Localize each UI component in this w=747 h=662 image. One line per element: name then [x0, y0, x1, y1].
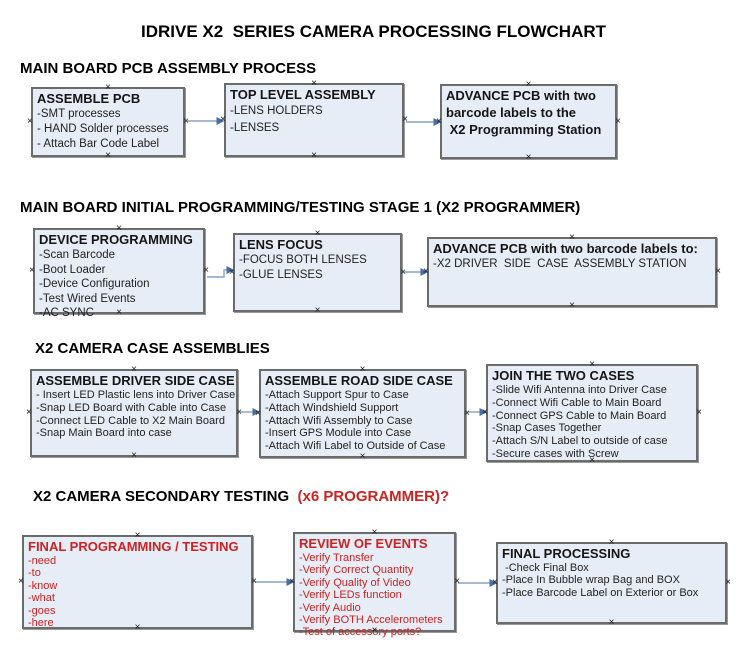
box-join-the-two-cases[interactable]: JOIN THE TWO CASES -Slide Wifi Antenna i… [482, 360, 702, 466]
box-body: -LENS HOLDERS -LENSES [230, 103, 398, 136]
box-body: -FOCUS BOTH LENSES -GLUE LENSES [239, 253, 396, 282]
section-heading-suffix: (x6 PROGRAMMER)? [289, 488, 450, 505]
box-title: ADVANCE PCB with two barcode labels to: [433, 241, 698, 256]
box-line: -Attach S/N Label to outside of case [492, 435, 668, 448]
box-line: -SMT processes [37, 108, 121, 120]
box-title: REVIEW OF EVENTS [299, 536, 428, 551]
box-body: -Attach Support Spur to Case-Attach Wind… [265, 389, 460, 453]
box-body: -Scan Barcode -Boot Loader -Device Configu… [39, 248, 199, 321]
box-line: -LENSES [230, 121, 280, 134]
box-line: -Snap Main Board into case [36, 427, 172, 440]
box-title: FINAL PROGRAMMING / TESTING [28, 539, 239, 554]
box-body: barcode labels to the X2 Programming Sta… [446, 104, 611, 138]
box-title: ADVANCE PCB with two [446, 88, 596, 103]
box-line: -Test of accessory ports? [299, 626, 422, 639]
box-line: -Slide Wifi Antenna into Driver Case [492, 384, 667, 396]
box-body: -need-to-know-what-goes-here [28, 555, 247, 629]
box-line: -know [28, 579, 58, 592]
page-title: IDRIVE X2 SERIES CAMERA PROCESSING FLOWC… [140, 22, 607, 41]
box-line: -Check Final Box [502, 562, 589, 574]
box-advance-pcb-programming-station[interactable]: ADVANCE PCB with two barcode labels to t… [436, 80, 621, 163]
box-line: -AC SYNC [39, 307, 94, 319]
box-line: -Connect LED Cable to X2 Main Board [36, 414, 225, 427]
box-assemble-road-side-case[interactable]: ASSEMBLE ROAD SIDE CASE -Attach Support … [255, 365, 470, 462]
box-line: -Connect Wifi Cable to Main Board [492, 396, 662, 409]
box-line: -goes [28, 604, 56, 617]
box-assemble-driver-side-case[interactable]: ASSEMBLE DRIVER SIDE CASE - Insert LED P… [26, 365, 242, 461]
section-heading-text: MAIN BOARD PCB ASSEMBLY PROCESS [20, 60, 317, 77]
box-line: -Insert GPS Module into Case [265, 427, 412, 440]
box-line: -to [28, 567, 41, 580]
box-line: -Connect GPS Cable to Main Board [492, 409, 667, 422]
box-title: TOP LEVEL ASSEMBLY [230, 87, 376, 102]
box-body: - Insert LED Plastic lens into Driver Ca… [36, 389, 236, 440]
box-title: LENS FOCUS [239, 237, 323, 252]
box-lens-focus[interactable]: LENS FOCUS -FOCUS BOTH LENSES -GLUE LENSE… [229, 229, 406, 316]
box-line: -Verify BOTH Accelerometers [299, 614, 443, 627]
box-line: -Attach Wifi Assembly to Case [265, 414, 413, 427]
section-heading-text: X2 CAMERA CASE ASSEMBLIES [35, 340, 270, 357]
box-line: -Attach Wifi Label to Outside of Case [265, 440, 446, 453]
section-heading-text: MAIN BOARD INITIAL PROGRAMMING/TESTING S… [20, 199, 581, 216]
box-title: DEVICE PROGRAMMING [39, 232, 193, 247]
section-heading-secondary-testing: X2 CAMERA SECONDARY TESTING (x6 PROGRAMM… [33, 488, 449, 505]
box-line: -Verify LEDs function [299, 589, 402, 602]
box-top-level-assembly[interactable]: TOP LEVEL ASSEMBLY -LENS HOLDERS-LENSES … [220, 79, 408, 161]
box-line: -Device Configuration [39, 278, 150, 290]
box-line: -Place In Bubble wrap Bag and BOX [502, 574, 680, 587]
box-title: JOIN THE TWO CASES [492, 368, 635, 383]
section-heading-text: X2 CAMERA SECONDARY TESTING [33, 488, 290, 505]
connector-arrow[interactable] [207, 266, 235, 278]
box-line: -what [28, 592, 55, 605]
box-line: -here [28, 617, 54, 630]
box-line: -Test Wired Events [39, 292, 136, 305]
box-final-processing[interactable]: FINAL PROCESSING -Check Final Box-Place … [492, 538, 731, 628]
box-line: -X2 DRIVER SIDE CASE ASSEMBLY STATION [433, 258, 687, 270]
section-heading-pcb-assembly: MAIN BOARD PCB ASSEMBLY PROCESS [20, 60, 316, 77]
box-review-of-events[interactable]: REVIEW OF EVENTS -Verify Transfer-Verify… [289, 528, 460, 639]
box-body: -Check Final Box-Place In Bubble wrap Ba… [502, 562, 721, 599]
box-line: -Attach Windshield Support [265, 401, 399, 414]
box-body: -Verify Transfer-Verify Correct Quantity… [299, 552, 450, 639]
box-line: -Place Barcode Label on Exterior or Box [502, 586, 699, 599]
box-title: ASSEMBLE PCB [37, 91, 141, 106]
box-line: -LENS HOLDERS [230, 105, 323, 117]
box-device-programming[interactable]: DEVICE PROGRAMMING -Scan Barcode -Boot Lo… [29, 224, 209, 320]
box-line: - HAND Solder processes [37, 123, 169, 135]
box-line: -Attach Support Spur to Case [265, 389, 409, 401]
box-line: - Attach Bar Code Label [37, 138, 160, 150]
box-line: -need [28, 555, 57, 567]
box-assemble-pcb[interactable]: ASSEMBLE PCB -SMT processes - HAND Solder… [27, 83, 189, 161]
box-line: -Snap Cases Together [492, 422, 602, 435]
section-heading-initial-programming: MAIN BOARD INITIAL PROGRAMMING/TESTING S… [20, 199, 580, 216]
box-line: barcode labels to the [446, 105, 577, 120]
box-line: - Insert LED Plastic lens into Driver Ca… [36, 389, 236, 401]
box-advance-pcb-driver-side[interactable]: ADVANCE PCB with two barcode labels to: … [423, 233, 721, 311]
box-line: -Verify Audio [299, 601, 361, 614]
box-body: -X2 DRIVER SIDE CASE ASSEMBLY STATION [433, 257, 711, 272]
box-line: -Verify Transfer [299, 552, 374, 564]
box-final-programming-testing[interactable]: FINAL PROGRAMMING / TESTING -need-to-kno… [18, 531, 257, 633]
box-line: -Verify Quality of Video [299, 576, 411, 589]
section-heading-case-assemblies: X2 CAMERA CASE ASSEMBLIES [35, 340, 270, 357]
box-line: -FOCUS BOTH LENSES [239, 254, 367, 266]
box-title: FINAL PROCESSING [502, 546, 631, 561]
box-body: -SMT processes - HAND Solder processes - A… [37, 107, 179, 152]
box-line: -Boot Loader [39, 263, 106, 276]
box-body: -Slide Wifi Antenna into Driver Case-Con… [492, 384, 692, 461]
box-line: X2 Programming Station [446, 122, 602, 137]
box-line: -Verify Correct Quantity [299, 564, 414, 577]
box-line: -GLUE LENSES [239, 268, 323, 281]
box-title: ASSEMBLE ROAD SIDE CASE [265, 373, 453, 388]
box-line: -Scan Barcode [39, 249, 116, 261]
box-line: -Secure cases with Screw [492, 447, 619, 460]
box-line: -Snap LED Board with Cable into Case [36, 401, 227, 414]
box-title: ASSEMBLE DRIVER SIDE CASE [36, 373, 235, 388]
